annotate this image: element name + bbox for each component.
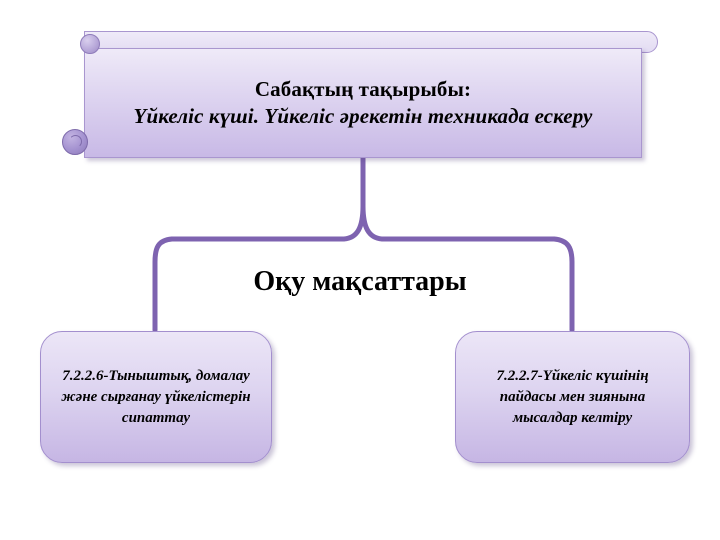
objective-box-left: 7.2.2.6-Тыныштық, домалау және сырғанау … [40,331,272,463]
title-banner: Сабақтың тақырыбы: Үйкеліс күші. Үйкеліс… [62,31,658,159]
objective-left-text: 7.2.2.6-Тыныштық, домалау және сырғанау … [61,367,251,426]
objective-box-right: 7.2.2.7-Үйкеліс күшінің пайдасы мен зиян… [455,331,690,463]
lesson-topic-label: Сабақтың тақырыбы: [254,77,472,101]
scroll-curl-bottom-icon [62,129,88,155]
objective-right-text: 7.2.2.7-Үйкеліс күшінің пайдасы мен зиян… [496,367,649,426]
lesson-topic-value: Үйкеліс күші. Үйкеліс әрекетін техникада… [133,104,593,128]
scroll-curl-top-icon [80,34,100,54]
fork-right-curve [360,203,557,242]
fork-left-curve [169,203,366,242]
learning-objectives-heading: Оқу мақсаттары [253,266,467,297]
scroll-body [84,48,642,158]
title-text-block: Сабақтың тақырыбы: Үйкеліс күші. Үйкеліс… [84,48,642,158]
